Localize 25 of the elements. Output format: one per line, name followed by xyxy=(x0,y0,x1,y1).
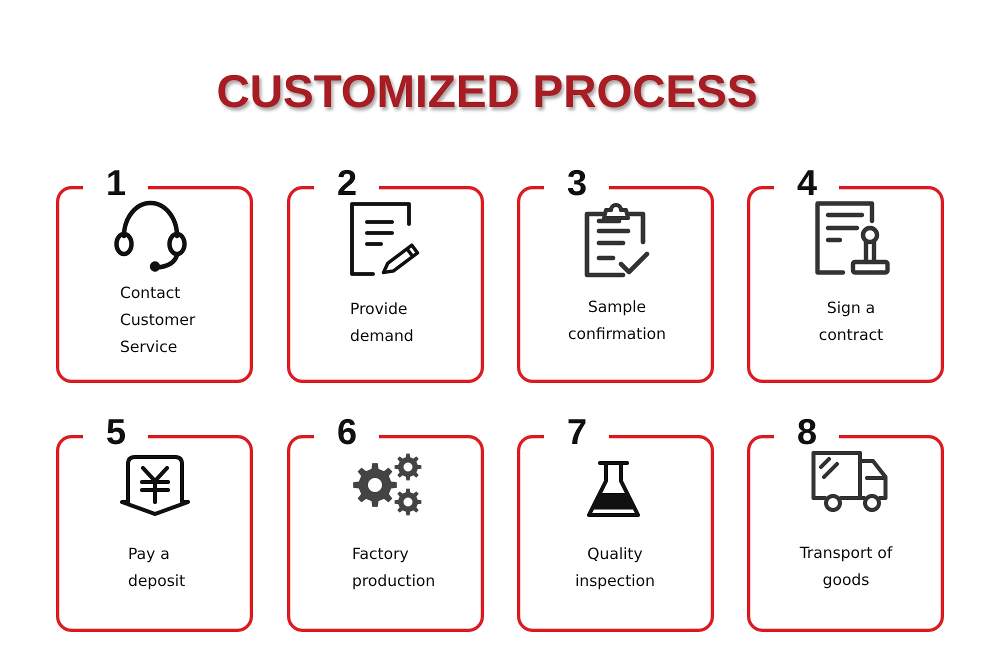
step-card xyxy=(517,168,714,383)
step-label: Contact Customer Service xyxy=(120,282,196,358)
step-card xyxy=(747,417,944,632)
step-number: 1 xyxy=(106,167,126,199)
step-number: 4 xyxy=(796,167,818,199)
step-number: 2 xyxy=(336,167,358,199)
step-number: 6 xyxy=(336,416,358,448)
step-number: 8 xyxy=(796,416,818,448)
step-label: Factory production xyxy=(352,544,436,592)
step-label: Pay a deposit xyxy=(128,544,186,592)
step-card xyxy=(56,168,253,383)
step-number: 5 xyxy=(106,416,126,448)
step-card xyxy=(747,168,944,383)
step-label: Sample confirmation xyxy=(568,296,666,344)
step-card xyxy=(287,417,484,632)
step-label: Transport of goods xyxy=(799,542,893,590)
step-number: 7 xyxy=(566,416,588,448)
step-card xyxy=(287,168,484,383)
step-label: Quality inspection xyxy=(574,544,656,592)
step-label: Sign a contract xyxy=(818,298,884,346)
step-number: 3 xyxy=(566,167,588,199)
page-title: CUSTOMIZED PROCESS xyxy=(216,64,758,118)
step-card xyxy=(56,417,253,632)
step-label: Provide demand xyxy=(350,298,415,346)
step-card xyxy=(517,417,714,632)
